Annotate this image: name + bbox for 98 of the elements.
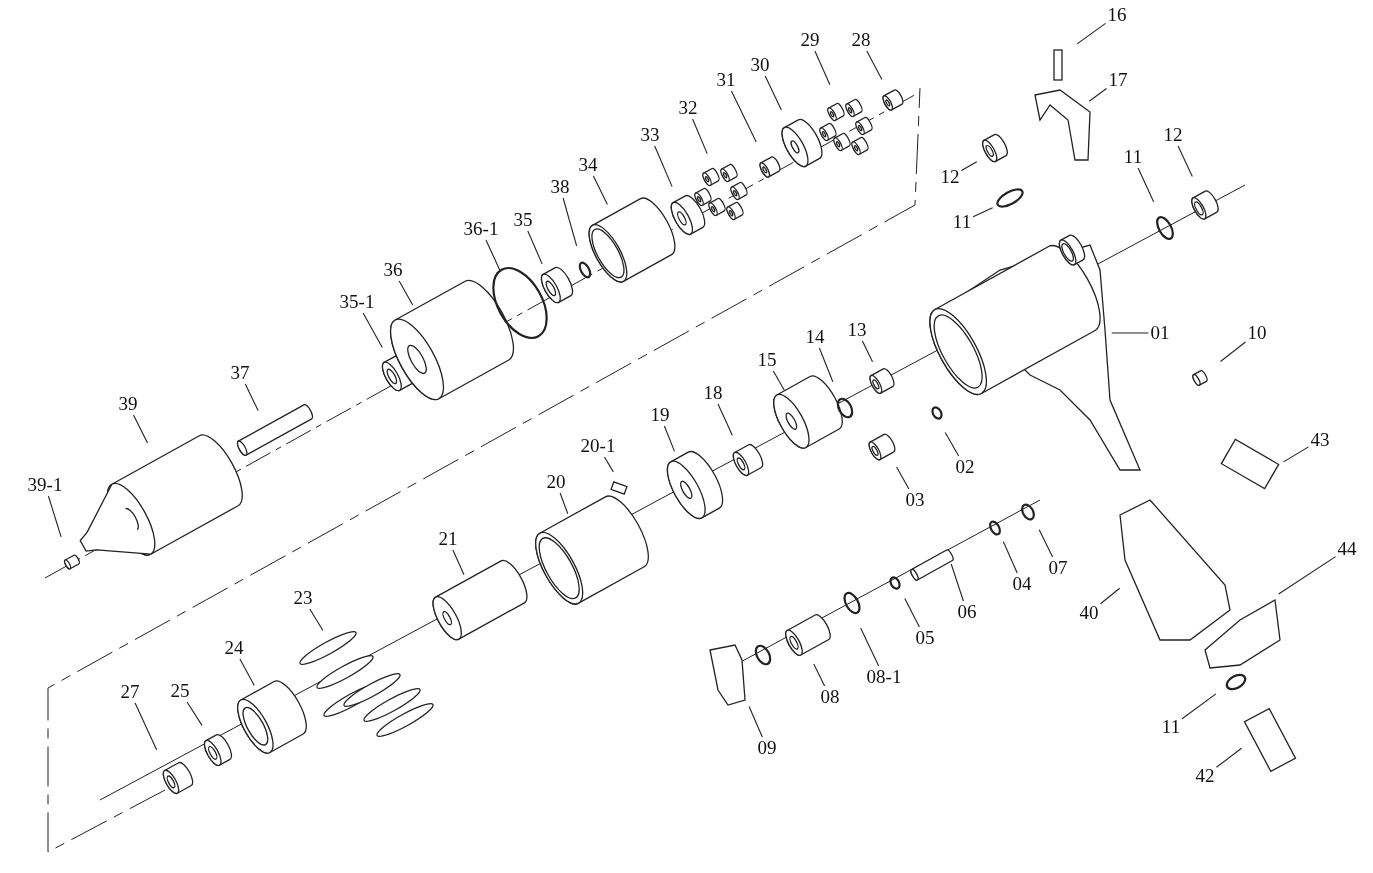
leader-line [132,414,149,444]
callout-number: 02 [955,457,975,477]
callout-number: 34 [578,155,598,175]
callout-number: 37 [230,363,250,383]
leader-line [1215,747,1243,768]
callout-number: 36 [383,260,403,280]
leader-line [398,280,414,306]
callout-number: 28 [851,30,871,50]
callout-number: 36-1 [463,219,499,239]
callout-number: 17 [1108,70,1128,90]
leader-line [730,90,757,143]
leader-line [1111,332,1150,334]
callout-number: 25 [170,681,190,701]
leader-line [452,549,465,576]
callout-number: 19 [650,405,670,425]
callout-number: 11 [952,212,972,232]
callout-number: 16 [1107,5,1127,25]
leader-line [239,658,255,687]
leader-line [818,347,834,383]
callout-number: 13 [847,320,867,340]
callout-number: 08-1 [866,667,902,687]
leader-line [309,608,324,632]
leader-line [972,207,994,218]
callout-number: 12 [940,167,960,187]
callout-number: 20-1 [580,436,616,456]
leader-line [814,50,831,86]
leader-line [717,403,733,436]
leader-line [1099,587,1121,605]
leader-line [244,383,259,412]
leader-line [47,495,62,538]
callout-number: 27 [120,682,140,702]
leader-line [1219,341,1247,363]
callout-number: 30 [750,55,770,75]
leader-line [960,161,978,171]
callout-number: 42 [1195,766,1215,786]
callout-number: 14 [805,327,825,347]
leader-line [559,492,569,515]
callout-number: 15 [757,350,777,370]
callout-number: 32 [678,98,698,118]
leader-line [950,563,964,602]
leader-line [186,701,203,726]
leader-line [603,456,614,473]
leader-line [1181,693,1217,720]
callout-number: 11 [1123,147,1143,167]
leader-line [362,312,383,349]
callout-number: 04 [1012,574,1032,594]
callout-number: 05 [915,628,935,648]
callout-number: 10 [1247,323,1267,343]
leader-line [861,340,874,363]
callout-number: 09 [757,738,777,758]
leader-line [866,50,883,81]
callout-number: 07 [1048,558,1068,578]
leader-line [1038,529,1054,558]
leader-line [592,175,608,206]
callout-number: 03 [905,490,925,510]
leader-line [654,145,673,188]
callout-number: 06 [957,602,977,622]
leader-line [860,627,880,667]
leader-line [748,705,763,738]
leader-line [1282,446,1310,463]
callout-number: 35 [513,210,533,230]
callout-number: 44 [1337,539,1357,559]
leader-line [485,239,501,272]
callout-number: 01 [1150,323,1170,343]
leader-line [1002,541,1018,574]
callout-number: 08 [820,687,840,707]
callout-number: 20 [546,472,566,492]
leader-line [527,230,543,265]
leader-line [813,663,826,687]
leader-line [1177,145,1193,178]
leader-line [134,702,158,751]
leader-line [1278,556,1337,595]
leader-line [1088,87,1108,102]
callout-number: 31 [716,70,736,90]
callout-number: 40 [1079,603,1099,623]
leader-line [663,425,676,452]
callout-number: 39 [118,394,138,414]
callout-number: 21 [438,529,458,549]
leader-line [1137,167,1155,203]
leader-line [904,597,920,628]
callout-number: 23 [293,588,313,608]
leader-line [944,432,960,457]
callout-number: 35-1 [339,292,375,312]
leader-line [896,466,910,490]
leader-line [692,118,708,155]
callout-number: 39-1 [27,475,63,495]
callout-number: 24 [224,638,244,658]
leader-line [562,197,578,247]
leader-line [764,75,782,111]
callout-number: 11 [1161,717,1181,737]
callout-number: 43 [1310,430,1330,450]
callout-number: 12 [1163,125,1183,145]
callout-number: 18 [703,383,723,403]
leader-line [1076,22,1107,45]
callout-number: 33 [640,125,660,145]
callout-number: 29 [800,30,820,50]
leader-line [772,370,785,391]
callout-number: 38 [550,177,570,197]
